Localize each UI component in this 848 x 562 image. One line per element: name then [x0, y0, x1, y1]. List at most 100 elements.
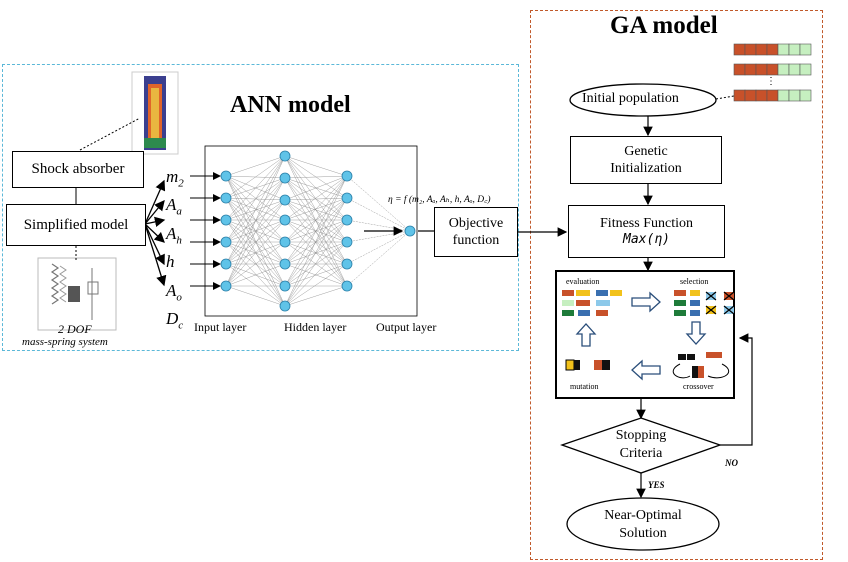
- gene-bar: [674, 300, 686, 306]
- gene-bar: [690, 290, 700, 296]
- yes-label: YES: [648, 480, 665, 490]
- input-dc: Dc: [166, 308, 184, 332]
- objective-function-box: Objective function: [434, 207, 518, 257]
- gene-cell: [777, 89, 790, 102]
- arrow-up-icon: [575, 323, 597, 347]
- input-node: [220, 236, 232, 248]
- no-label: NO: [725, 458, 738, 468]
- gene-cell: [766, 43, 779, 56]
- gene-bar: [562, 290, 574, 296]
- crossover-label: crossover: [683, 382, 714, 391]
- arrow-down-icon: [685, 321, 707, 345]
- input-ah: Ah: [166, 223, 182, 247]
- shock-absorber-label: Shock absorber: [31, 161, 125, 178]
- gene-bar: [596, 310, 608, 316]
- objective-line2: function: [452, 233, 500, 248]
- gene-bar: [706, 352, 722, 358]
- mass-spring-label: mass-spring system: [22, 336, 108, 348]
- stopping-line1: Stopping: [615, 428, 667, 443]
- output-node: [404, 225, 416, 237]
- solution-line2: Solution: [619, 526, 667, 541]
- hidden-node: [279, 214, 291, 226]
- input-node: [220, 258, 232, 270]
- hidden-node: [341, 192, 353, 204]
- gene-cell: [755, 63, 768, 76]
- gene-bar: [576, 290, 590, 296]
- gene-cell: [755, 89, 768, 102]
- svg-text:⋮: ⋮: [766, 76, 776, 87]
- gene-bar: [578, 310, 590, 316]
- gene-cell: [733, 43, 746, 56]
- gene-cell: [766, 63, 779, 76]
- gene-bar: [610, 290, 622, 296]
- input-node: [220, 280, 232, 292]
- equation: η = f (m₂, Aₐ, Aₕ, h, Aₒ, D꜀): [388, 195, 491, 205]
- mutation-label: mutation: [570, 382, 599, 391]
- hidden-node: [341, 258, 353, 270]
- input-aa: Aa: [166, 195, 182, 218]
- stopping-diamond: [560, 417, 722, 474]
- hidden-node: [279, 280, 291, 292]
- hidden-node: [341, 214, 353, 226]
- shock-absorber-image: [131, 71, 179, 155]
- input-h: h: [166, 252, 175, 272]
- input-layer-label: Input layer: [194, 320, 247, 334]
- solution-line1: Near-Optimal: [604, 508, 682, 523]
- hidden-node: [279, 236, 291, 248]
- near-optimal-solution-label: Near-Optimal Solution: [580, 507, 706, 543]
- genetic-line2: Initialization: [610, 161, 682, 176]
- initial-population-label: Initial population: [582, 91, 679, 106]
- shock-absorber-box: Shock absorber: [12, 151, 144, 188]
- gene-cell: [733, 63, 746, 76]
- stopping-line2: Criteria: [619, 446, 663, 461]
- hidden-node: [279, 172, 291, 184]
- gene-cell: [733, 89, 746, 102]
- input-ao: Ao: [166, 280, 182, 303]
- input-node: [220, 192, 232, 204]
- genetic-line1: Genetic: [624, 143, 668, 159]
- objective-line1: Objective: [448, 215, 504, 231]
- gene-cell: [744, 89, 757, 102]
- gene-cell: [744, 63, 757, 76]
- gene-cell: [799, 63, 812, 76]
- fitness-line1: Fitness Function: [600, 215, 693, 231]
- gene-bar: [687, 354, 695, 360]
- mass-spring-image: [37, 257, 117, 331]
- stopping-criteria-label: Stopping Criteria: [594, 427, 688, 463]
- gene-cell: [788, 43, 801, 56]
- output-layer-label: Output layer: [376, 320, 437, 334]
- hidden-node: [341, 280, 353, 292]
- hidden-node: [341, 170, 353, 182]
- gene-bar: [674, 310, 686, 316]
- gene-cell: [755, 43, 768, 56]
- hidden-node: [279, 150, 291, 162]
- gene-cell: [799, 43, 812, 56]
- gene-cell: [744, 43, 757, 56]
- selection-label: selection: [680, 277, 709, 286]
- gene-bar: [562, 300, 574, 306]
- hidden-layer-label: Hidden layer: [284, 320, 347, 334]
- evaluation-label: evaluation: [566, 277, 600, 286]
- ann-title: ANN model: [230, 92, 351, 118]
- hidden-node: [279, 194, 291, 206]
- gene-cell: [777, 63, 790, 76]
- input-m2: m2: [166, 167, 184, 190]
- gene-bar: [690, 310, 700, 316]
- ga-frame: [530, 10, 823, 560]
- hidden-node: [341, 236, 353, 248]
- gene-cell: [788, 89, 801, 102]
- input-variables: m2 Aa Ah h Ao Dc: [166, 166, 184, 336]
- gene-cell: [788, 63, 801, 76]
- ga-title: GA model: [610, 12, 718, 39]
- ann-frame: [2, 64, 519, 351]
- hidden-node: [279, 258, 291, 270]
- gene-cell: [766, 89, 779, 102]
- arrow-left-icon: [631, 359, 661, 381]
- gene-bar: [562, 310, 574, 316]
- simplified-model-box: Simplified model: [6, 204, 146, 246]
- gene-bar: [596, 300, 610, 306]
- hidden-node: [279, 300, 291, 312]
